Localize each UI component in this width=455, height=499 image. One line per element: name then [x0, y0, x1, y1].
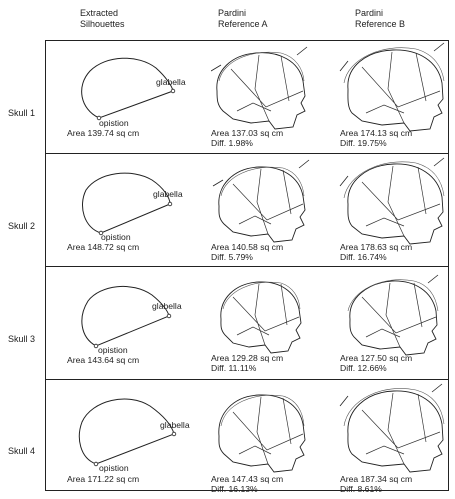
extracted-silhouette-cell: glabella opistion Area 171.22 sq cm	[66, 380, 191, 493]
extracted-area-4: Area 171.22 sq cm	[67, 474, 139, 484]
reference-b-area-1: Area 174.13 sq cm	[340, 128, 412, 138]
reference-a-area-3: Area 129.28 sq cm	[211, 353, 283, 363]
row-label-skull-2: Skull 2	[8, 221, 35, 231]
table-row-skull-1: glabella opistion Area 139.74 sq cm Area…	[46, 41, 448, 154]
reference-a-cell: Area 129.28 sq cm Diff. 11.11%	[211, 267, 336, 379]
header-reference-b-line2: Reference B	[355, 19, 405, 30]
comparison-table: glabella opistion Area 139.74 sq cm Area…	[45, 40, 449, 491]
reference-a-diff-2: Diff. 5.79%	[211, 252, 253, 262]
reference-b-cell: Area 174.13 sq cm Diff. 19.75%	[338, 41, 455, 153]
reference-b-area-4: Area 187.34 sq cm	[340, 474, 412, 484]
glabella-label: glabella	[160, 420, 190, 430]
reference-b-area-3: Area 127.50 sq cm	[340, 353, 412, 363]
reference-a-cell: Area 137.03 sq cm Diff. 1.98%	[211, 41, 336, 153]
glabella-label: glabella	[153, 189, 183, 199]
reference-a-area-1: Area 137.03 sq cm	[211, 128, 283, 138]
extracted-silhouette-cell: glabella opistion Area 148.72 sq cm	[66, 154, 191, 266]
extracted-silhouette-cell: glabella opistion Area 139.74 sq cm	[66, 41, 191, 153]
header-reference-a: Pardini Reference A	[218, 8, 268, 30]
opistion-label: opistion	[99, 118, 129, 128]
extracted-area-2: Area 148.72 sq cm	[67, 242, 139, 252]
table-row-skull-2: glabella opistion Area 148.72 sq cm Area…	[46, 154, 448, 267]
reference-b-diff-4: Diff. 8.61%	[340, 484, 382, 494]
row-label-skull-3: Skull 3	[8, 334, 35, 344]
row-label-skull-4: Skull 4	[8, 446, 35, 456]
header-reference-b-line1: Pardini	[355, 8, 405, 19]
reference-b-diff-3: Diff. 12.66%	[340, 363, 387, 373]
header-extracted-silhouettes: Extracted Silhouettes	[80, 8, 125, 30]
table-row-skull-4: glabella opistion Area 171.22 sq cm Area…	[46, 380, 448, 493]
header-extracted-line2: Silhouettes	[80, 19, 125, 30]
reference-a-diff-3: Diff. 11.11%	[211, 363, 256, 373]
header-reference-a-line2: Reference A	[218, 19, 268, 30]
header-reference-a-line1: Pardini	[218, 8, 268, 19]
glabella-label: glabella	[152, 301, 182, 311]
reference-b-area-2: Area 178.63 sq cm	[340, 242, 412, 252]
reference-a-diff-4: Diff. 16.13%	[211, 484, 258, 494]
header-extracted-line1: Extracted	[80, 8, 125, 19]
extracted-area-3: Area 143.64 sq cm	[67, 355, 139, 365]
header-reference-b: Pardini Reference B	[355, 8, 405, 30]
reference-b-diff-2: Diff. 16.74%	[340, 252, 387, 262]
reference-b-cell: Area 187.34 sq cm Diff. 8.61%	[338, 380, 455, 493]
row-label-skull-1: Skull 1	[8, 108, 35, 118]
opistion-label: opistion	[98, 345, 128, 355]
reference-a-area-4: Area 147.43 sq cm	[211, 474, 283, 484]
reference-a-area-2: Area 140.58 sq cm	[211, 242, 283, 252]
extracted-silhouette-cell: glabella opistion Area 143.64 sq cm	[66, 267, 191, 379]
opistion-label: opistion	[101, 232, 131, 242]
reference-b-cell: Area 178.63 sq cm Diff. 16.74%	[338, 154, 455, 266]
reference-a-cell: Area 140.58 sq cm Diff. 5.79%	[211, 154, 336, 266]
glabella-label: glabella	[156, 77, 186, 87]
reference-b-diff-1: Diff. 19.75%	[340, 138, 387, 148]
reference-a-diff-1: Diff. 1.98%	[211, 138, 253, 148]
extracted-area-1: Area 139.74 sq cm	[67, 128, 139, 138]
reference-b-cell: Area 127.50 sq cm Diff. 12.66%	[338, 267, 455, 379]
table-row-skull-3: glabella opistion Area 143.64 sq cm Area…	[46, 267, 448, 380]
opistion-label: opistion	[99, 463, 129, 473]
reference-a-cell: Area 147.43 sq cm Diff. 16.13%	[211, 380, 336, 493]
